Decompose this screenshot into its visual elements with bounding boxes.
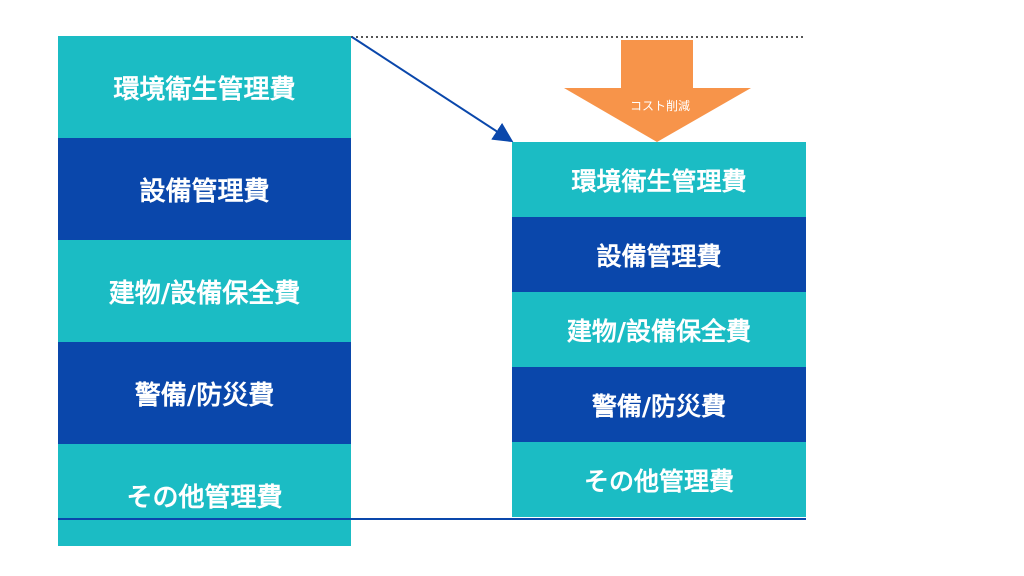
- right-block-equipment: 設備管理費: [512, 217, 806, 292]
- baseline: [58, 518, 806, 520]
- left-block-environment: 環境衛生管理費: [58, 36, 351, 138]
- down-arrow-icon: [564, 40, 751, 142]
- left-block-security: 警備/防災費: [58, 342, 351, 444]
- left-block-maintenance: 建物/設備保全費: [58, 240, 351, 342]
- right-block-environment: 環境衛生管理費: [512, 142, 806, 217]
- right-block-other: その他管理費: [512, 442, 806, 517]
- connector-arrow: [351, 36, 514, 143]
- after-cost-stack: 環境衛生管理費 設備管理費 建物/設備保全費 警備/防災費 その他管理費: [512, 142, 806, 517]
- left-block-other: その他管理費: [58, 444, 351, 546]
- right-block-security: 警備/防災費: [512, 367, 806, 442]
- before-cost-stack: 環境衛生管理費 設備管理費 建物/設備保全費 警備/防災費 その他管理費: [58, 36, 351, 546]
- cost-reduction-label: コスト削減: [629, 99, 690, 113]
- left-block-equipment: 設備管理費: [58, 138, 351, 240]
- right-block-maintenance: 建物/設備保全費: [512, 292, 806, 367]
